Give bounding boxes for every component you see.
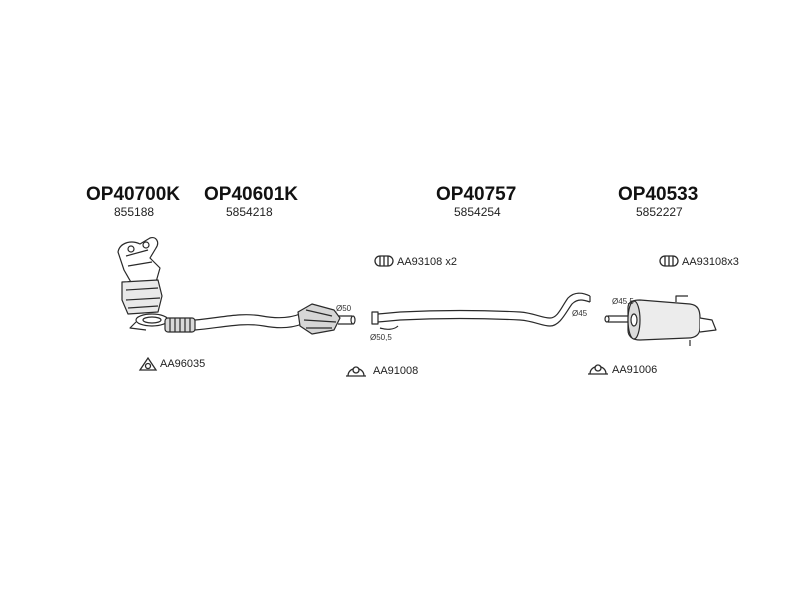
mount-label: AA91008 (373, 365, 419, 377)
middle-pipe (371, 292, 591, 330)
part-reference: 5852227 (636, 205, 683, 219)
part-code: OP40700K (86, 184, 181, 205)
rear-silencer (604, 295, 717, 346)
clamp-icon (374, 255, 394, 267)
diameter-label: Ø45,5 (612, 297, 634, 306)
part-reference: 5854218 (226, 205, 273, 219)
clamp-icon (659, 255, 679, 267)
part-code: OP40757 (436, 184, 517, 205)
gasket-icon (138, 356, 158, 371)
part-code: OP40533 (618, 184, 699, 205)
diameter-label: Ø45 (572, 309, 588, 318)
front-pipe-assembly (164, 303, 356, 335)
diameter-label: Ø50,5 (370, 333, 392, 342)
part-reference: 855188 (114, 205, 155, 219)
gasket-label: AA96035 (160, 358, 206, 370)
clamp-label: AA93108x3 (682, 256, 739, 268)
rubber-mount-icon (346, 366, 366, 377)
diameter-label: Ø50 (336, 304, 352, 313)
manifold-catalyst-assembly (117, 237, 169, 331)
part-reference: 5854254 (454, 205, 501, 219)
rubber-mount-icon (588, 364, 608, 375)
part-code: OP40601K (204, 184, 299, 205)
clamp-label: AA93108 x2 (397, 256, 457, 268)
mount-label: AA91006 (612, 364, 658, 376)
